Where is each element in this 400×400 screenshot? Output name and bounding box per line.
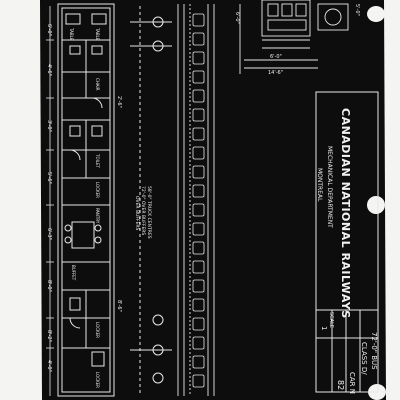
elevation-window — [192, 298, 205, 312]
sheet-number: 1 — [320, 326, 328, 330]
blueprint-background — [40, 0, 386, 400]
room-label: LOCKER — [95, 372, 100, 388]
car-number-label: CAR N — [348, 372, 356, 394]
elevation-windows — [192, 13, 205, 388]
room-label: TABLE — [69, 27, 74, 41]
dim-label: 5'-6" — [46, 172, 52, 184]
elevation-window — [192, 374, 205, 388]
room-label: TABLE — [95, 27, 100, 41]
room-label: PANTRY — [95, 208, 100, 224]
class-label: CLASS D/ — [360, 342, 368, 375]
truck-markers — [130, 6, 172, 396]
elevation-window — [192, 203, 205, 217]
dim-label: 4'-0" — [46, 360, 52, 372]
room-label: LOCKER — [95, 322, 100, 338]
room-label: CHAIR — [95, 78, 100, 91]
floor-plan — [57, 3, 115, 397]
elevation-dim: 6'-0" — [234, 12, 240, 24]
elevation-window — [192, 165, 205, 179]
elevation-window — [192, 336, 205, 350]
railway-name: CANADIAN NATIONAL RAILWAYS — [339, 108, 352, 319]
elevation-window — [192, 241, 205, 255]
elevation-window — [192, 51, 205, 65]
elevation-window — [192, 260, 205, 274]
car-length-label: 72'-0" BUS — [370, 332, 378, 370]
elevation-window — [192, 355, 205, 369]
city-name: MONTREAL — [316, 168, 323, 202]
elevation-window — [192, 13, 205, 27]
elevation-window — [192, 184, 205, 198]
room-label: LOCKER — [95, 182, 100, 198]
elevation-dim: 14'-6" — [268, 70, 283, 76]
elevation-dim: 5'-0" — [354, 4, 360, 16]
dim-label: 4'-6" — [46, 64, 52, 76]
elevation-window — [192, 127, 205, 141]
elevation-window — [192, 108, 205, 122]
elevation-window — [192, 146, 205, 160]
plan-note: 58'-0" TRUCK CENTRES — [146, 186, 152, 239]
room-label: TOILET — [95, 153, 100, 169]
dim-label: 3'-0" — [46, 120, 52, 132]
side-elevation — [177, 4, 215, 396]
elevation-window — [192, 32, 205, 46]
dim-label: 2'-6" — [116, 96, 122, 108]
department-name: MECHANICAL DEPARTMENT — [326, 146, 333, 228]
elevation-window — [192, 89, 205, 103]
end-elevation — [239, 0, 349, 74]
dim-label: 8'-6" — [116, 300, 122, 312]
dim-label: 8'-2" — [46, 330, 52, 342]
title-block-frame — [315, 91, 379, 393]
binder-hole-top — [367, 6, 385, 22]
elevation-window — [192, 317, 205, 331]
room-label: BUFFET — [71, 265, 76, 281]
elevation-window — [192, 279, 205, 293]
car-number-value: 82 — [336, 380, 345, 390]
elevation-dim: 6'-0" — [270, 54, 282, 60]
dim-label: 8'-0" — [46, 280, 52, 292]
binder-hole-middle — [367, 196, 385, 214]
scale-label: SCALE — [328, 312, 334, 328]
plan-note: OVER BUFFERS — [134, 196, 140, 230]
dim-label: 6'-3" — [46, 228, 52, 240]
plan-note: 72'-0" OVER BUFFERS — [140, 186, 146, 235]
left-dimension-line — [46, 6, 54, 396]
elevation-window — [192, 70, 205, 84]
elevation-window — [192, 222, 205, 236]
dim-label: 6'-0" — [46, 24, 52, 36]
